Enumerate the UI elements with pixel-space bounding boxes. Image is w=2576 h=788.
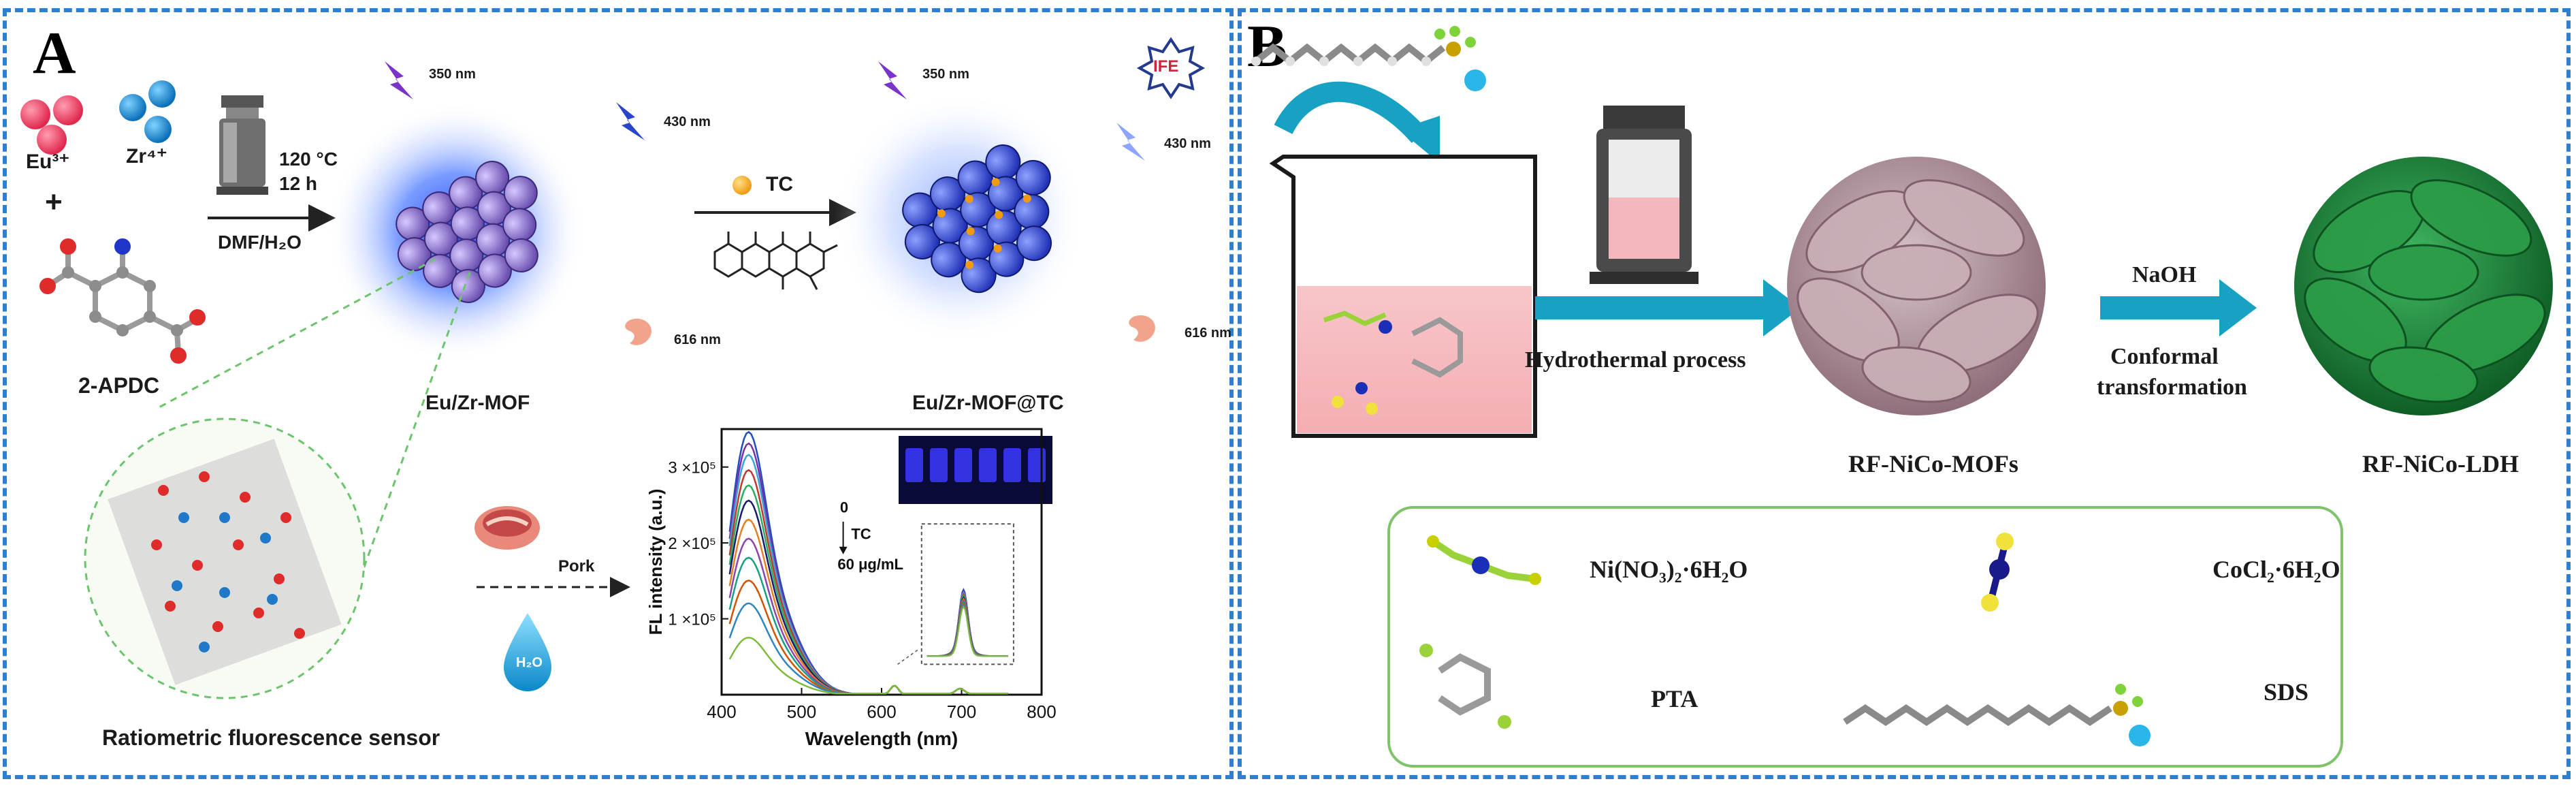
mof-tc-label: Eu/Zr-MOF@TC bbox=[912, 392, 1064, 414]
curved-arrow bbox=[1274, 81, 1428, 144]
rf-nico-ldh-label: RF-NiCo-LDH bbox=[2362, 450, 2519, 477]
time-label: 12 h bbox=[279, 173, 318, 194]
zr-ion-label: Zr⁴⁺ bbox=[126, 145, 167, 168]
rf-nico-mofs-label: RF-NiCo-MOFs bbox=[1848, 450, 2018, 477]
panel-a-letter: A bbox=[33, 20, 76, 86]
pta-label: PTA bbox=[1651, 685, 1698, 712]
plus-sign: + bbox=[45, 185, 63, 219]
annotation-arrowhead bbox=[839, 546, 848, 554]
co-salt-label: CoCl₂·6H₂O bbox=[2212, 556, 2340, 583]
zr-ion-icon bbox=[119, 80, 176, 143]
ife-badge-icon bbox=[1136, 37, 1206, 99]
co-salt-icon bbox=[1981, 533, 2014, 612]
inset-spectrum-line bbox=[927, 605, 1008, 657]
water-label: H₂O bbox=[516, 655, 543, 670]
hydrothermal-label: Hydrothermal process bbox=[1525, 347, 1746, 373]
panel-b-letter: B bbox=[1247, 14, 1287, 80]
wavelength-350b-label: 350 nm bbox=[922, 67, 969, 82]
eu-ion-icon bbox=[20, 95, 83, 155]
wavelength-350-label: 350 nm bbox=[429, 67, 476, 82]
ni-salt-label: Ni(NO₃)₂·6H₂O bbox=[1590, 556, 1748, 583]
sds-legend-icon bbox=[1843, 684, 2151, 746]
transformation-label: transformation bbox=[2097, 375, 2247, 400]
ni-salt-icon bbox=[1427, 535, 1541, 585]
panel-a-graphics bbox=[20, 37, 1206, 699]
naoh-arrow bbox=[2100, 296, 2223, 319]
rf-nico-ldh-icon bbox=[2294, 157, 2553, 415]
ligand-label: 2-APDC bbox=[78, 373, 160, 398]
emission-616b-icon bbox=[1129, 315, 1155, 342]
y-tick-label: 1 ×10⁵ bbox=[668, 611, 716, 629]
temperature-label: 120 °C bbox=[279, 148, 338, 170]
beaker-icon bbox=[1269, 155, 1537, 438]
panel-b-frame bbox=[1238, 8, 2571, 779]
emission-616-icon bbox=[625, 318, 651, 345]
eu-ion-label: Eu³⁺ bbox=[26, 151, 70, 173]
pork-icon bbox=[474, 506, 540, 550]
x-tick-label: 600 bbox=[867, 702, 896, 722]
wavelength-616b-label: 616 nm bbox=[1185, 326, 1231, 341]
pork-label: Pork bbox=[558, 557, 595, 576]
eu-zr-mof-tc-icon bbox=[902, 144, 1052, 294]
vial-photo bbox=[899, 436, 1052, 504]
zoom-line bbox=[156, 257, 436, 410]
spectrum-line bbox=[728, 636, 1008, 695]
panel-b-graphics bbox=[1251, 26, 2553, 768]
tc-ball-icon bbox=[732, 176, 752, 195]
x-tick-label: 700 bbox=[947, 702, 976, 722]
lightning-350b-icon bbox=[878, 61, 907, 99]
water-drop-icon bbox=[504, 613, 551, 691]
apdc-molecule-icon bbox=[46, 249, 199, 355]
fluorescence-chart: 400 500 600 700 800 1 ×10⁵ 2 ×10⁵ 3 ×10⁵ Wavelen… bbox=[647, 428, 1057, 749]
hydrothermal-arrow bbox=[1535, 296, 1767, 319]
legend-box bbox=[1387, 506, 2343, 768]
solvent-label: DMF/H₂O bbox=[218, 232, 302, 253]
reactor-icon bbox=[1590, 106, 1698, 284]
sds-molecule-icon bbox=[1251, 26, 1486, 91]
tc-molecule-icon bbox=[713, 232, 838, 290]
naoh-label: NaOH bbox=[2132, 262, 2197, 287]
y-tick-label: 2 ×10⁵ bbox=[668, 535, 716, 553]
annotation-end: 60 μg/mL bbox=[837, 556, 903, 573]
eu-zr-mof-icon bbox=[396, 161, 538, 303]
sds-label: SDS bbox=[2264, 678, 2309, 706]
y-axis-label: FL intensity (a.u.) bbox=[647, 489, 666, 635]
wavelength-430-label: 430 nm bbox=[664, 114, 711, 129]
lightning-430-icon bbox=[616, 102, 645, 140]
lightning-430b-icon bbox=[1116, 123, 1145, 161]
sensor-label: Ratiometric fluorescence sensor bbox=[102, 725, 440, 750]
conformal-label: Conformal bbox=[2110, 344, 2219, 369]
x-axis-label: Wavelength (nm) bbox=[805, 728, 959, 749]
x-tick-label: 500 bbox=[787, 702, 816, 722]
autoclave-icon bbox=[216, 95, 268, 195]
inset-pointer bbox=[897, 648, 920, 665]
framework-structure-icon bbox=[108, 439, 342, 685]
rf-nico-mofs-icon bbox=[1787, 157, 2046, 415]
x-tick-label: 800 bbox=[1027, 702, 1056, 722]
y-tick-label: 3 ×10⁵ bbox=[668, 459, 716, 477]
wavelength-430b-label: 430 nm bbox=[1164, 136, 1211, 151]
zoom-inset bbox=[920, 523, 1014, 665]
ife-label: IFE bbox=[1153, 57, 1179, 76]
tc-label: TC bbox=[766, 173, 793, 195]
annotation-start: 0 bbox=[840, 499, 848, 516]
lightning-350-icon bbox=[385, 61, 413, 99]
wavelength-616-label: 616 nm bbox=[674, 332, 721, 347]
annotation-tc: TC bbox=[851, 526, 871, 543]
x-tick-label: 400 bbox=[707, 702, 736, 722]
panel-a-frame bbox=[3, 8, 1234, 779]
pta-icon bbox=[1419, 644, 1511, 729]
mof-label: Eu/Zr-MOF bbox=[425, 392, 530, 414]
